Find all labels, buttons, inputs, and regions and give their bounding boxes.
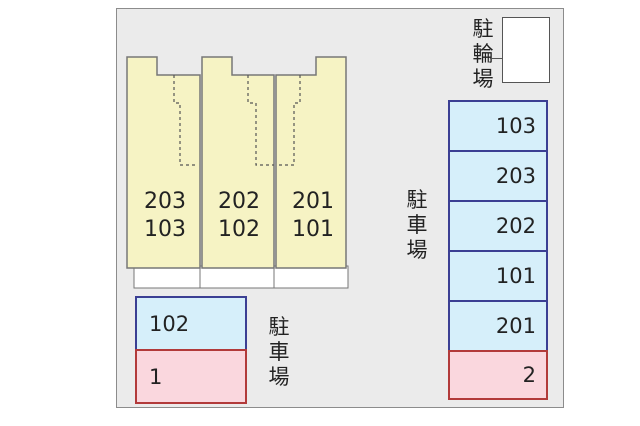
parking-right-label: 駐 車 場 xyxy=(406,188,428,262)
parking-stall-102: 102 xyxy=(135,296,247,351)
unit-number-lower: 102 xyxy=(218,217,260,242)
dashed-stair-outline xyxy=(278,75,301,166)
parking-stall-1: 1 xyxy=(135,349,247,404)
stall-number: 2 xyxy=(522,363,536,387)
parking-stall-2: 2 xyxy=(448,350,548,400)
unit-number-lower: 103 xyxy=(144,217,186,242)
unit-number-lower: 101 xyxy=(292,217,334,242)
stall-number: 103 xyxy=(495,114,536,138)
bike-parking-area xyxy=(502,17,550,83)
building-balcony-strip xyxy=(133,265,349,289)
unit-label-203-103: 203 103 xyxy=(130,188,200,244)
stall-number: 201 xyxy=(495,314,536,338)
unit-label-201-101: 201 101 xyxy=(278,188,348,244)
dashed-stair-outline xyxy=(247,75,274,166)
stall-number: 1 xyxy=(149,364,163,389)
parking-stall-201: 201 xyxy=(448,300,548,352)
parking-stall-202: 202 xyxy=(448,200,548,252)
dashed-stair-outline xyxy=(173,75,198,166)
stall-number: 202 xyxy=(495,214,536,238)
unit-number-upper: 201 xyxy=(292,189,334,214)
bike-parking-label: 駐 輪 場 xyxy=(472,17,494,91)
stall-number: 102 xyxy=(149,311,190,336)
unit-block-203-103 xyxy=(126,56,201,269)
unit-number-upper: 202 xyxy=(218,189,260,214)
unit-label-202-102: 202 102 xyxy=(204,188,274,244)
unit-number-upper: 203 xyxy=(144,189,186,214)
unit-block-201-101 xyxy=(275,56,347,269)
parking-stall-103: 103 xyxy=(448,100,548,152)
parking-left-label: 駐 車 場 xyxy=(268,315,290,389)
parking-stall-203: 203 xyxy=(448,150,548,202)
parking-stall-101: 101 xyxy=(448,250,548,302)
stall-number: 203 xyxy=(495,164,536,188)
stall-number: 101 xyxy=(495,264,536,288)
